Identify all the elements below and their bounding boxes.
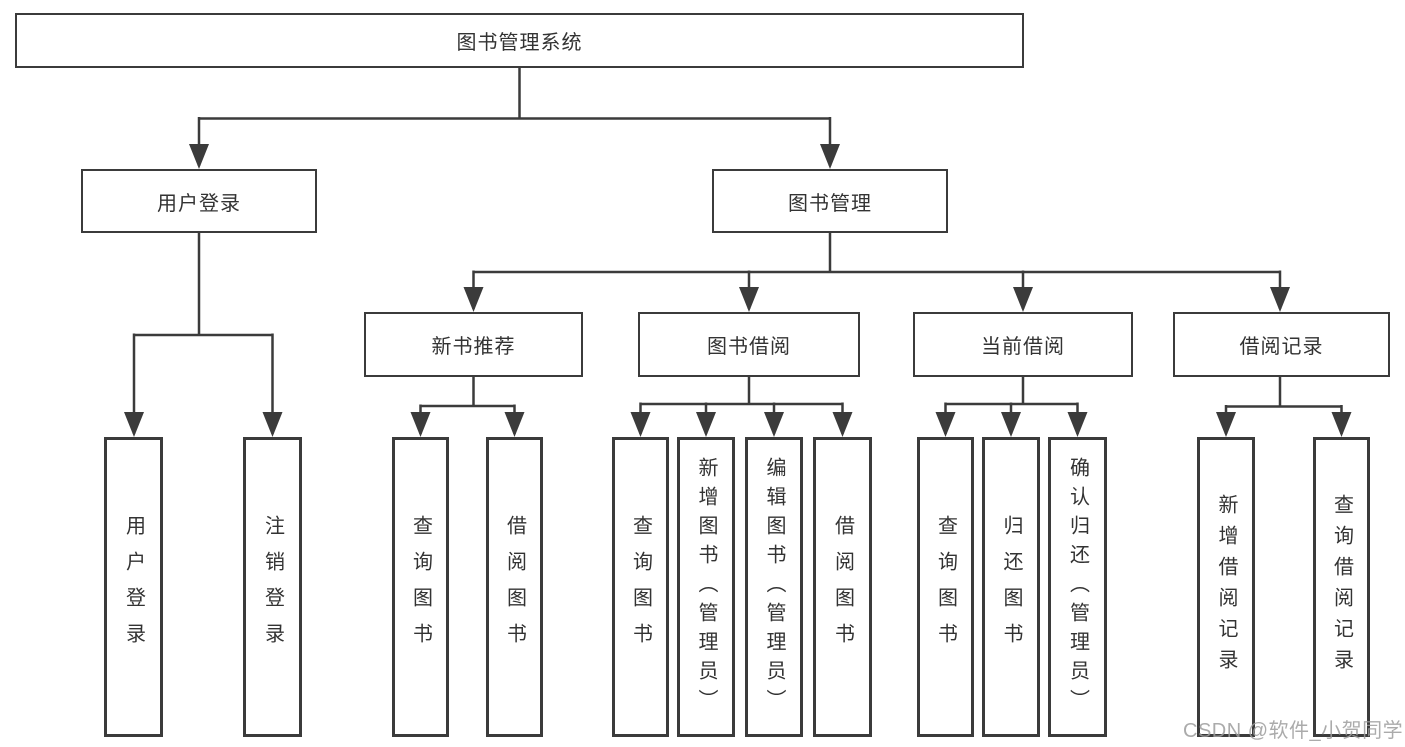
leaf-borrow-books: 借阅图书 (486, 437, 543, 737)
node-book-borrowing: 图书借阅 (638, 312, 860, 377)
arrowheads (124, 144, 1352, 437)
leaf-confirm-return-admin: 确认归还（管理员） (1048, 437, 1107, 737)
arrow-records (1270, 287, 1290, 312)
node-borrowing-records: 借阅记录 (1173, 312, 1390, 377)
arrow-current (1013, 287, 1033, 312)
arrow-nb-query (410, 412, 431, 437)
arrow-nb-borrow (504, 412, 525, 437)
node-label: 查询借阅记录 (1330, 494, 1353, 680)
node-label: 新增图书（管理员） (695, 456, 717, 718)
leaf-logout: 注销登录 (243, 437, 302, 737)
arrow-cb-confirm (1067, 412, 1088, 437)
arrow-br-query (1331, 412, 1352, 437)
node-new-book-recommend: 新书推荐 (364, 312, 583, 377)
arrow-br-add (1216, 412, 1236, 437)
leaf-query-borrow-record: 查询借阅记录 (1313, 437, 1370, 737)
edge-root-to-level2 (197, 67, 832, 166)
csdn-watermark: CSDN @软件_小贺同学 (1183, 720, 1404, 742)
arrow-user-login (189, 144, 209, 169)
leaf-add-books-admin: 新增图书（管理员） (677, 437, 735, 737)
edge-user-login-to-leaves (132, 233, 274, 434)
node-label: 图书管理系统 (456, 32, 583, 54)
node-label: 查询图书 (629, 515, 652, 659)
leaf-query-books: 查询图书 (392, 437, 449, 737)
node-library-management-system: 图书管理系统 (15, 13, 1024, 68)
node-label: 借阅记录 (1239, 336, 1324, 358)
node-label: 借阅图书 (503, 515, 526, 659)
node-label: 查询图书 (934, 515, 957, 659)
node-label: 归还图书 (1000, 515, 1022, 659)
node-book-management: 图书管理 (712, 169, 948, 233)
arrow-cb-query (935, 412, 956, 437)
leaf-add-borrow-record: 新增借阅记录 (1197, 437, 1255, 737)
node-label: 查询图书 (409, 515, 432, 659)
arrow-book-mgmt (820, 144, 840, 169)
edge-book-mgmt-to-level3 (472, 233, 1282, 309)
leaf-return-books: 归还图书 (982, 437, 1040, 737)
leaf-user-login: 用户登录 (104, 437, 163, 737)
edge-borrowing-to-leaves (639, 377, 844, 434)
arrow-bb-add (696, 412, 716, 437)
leaf-query-books: 查询图书 (917, 437, 974, 737)
node-label: 确认归还（管理员） (1066, 456, 1089, 718)
arrow-borrowing (739, 287, 759, 312)
node-label: 用户登录 (122, 515, 145, 659)
arrow-leaf-logout (262, 412, 283, 437)
arrow-new-book (463, 287, 484, 312)
node-label: 当前借阅 (981, 336, 1065, 358)
node-label: 编辑图书（管理员） (763, 456, 785, 718)
node-label: 注销登录 (261, 515, 284, 659)
edge-new-book-to-leaves (419, 377, 516, 434)
arrow-bb-borrow (832, 412, 853, 437)
leaf-edit-books-admin: 编辑图书（管理员） (745, 437, 803, 737)
node-label: 新增借阅记录 (1215, 494, 1237, 680)
node-label: 图书借阅 (707, 336, 791, 358)
node-label: 图书管理 (788, 192, 872, 215)
arrow-bb-query (630, 412, 651, 437)
arrow-cb-return (1001, 412, 1021, 437)
arrow-bb-edit (764, 412, 784, 437)
node-user-login: 用户登录 (81, 169, 317, 233)
node-label: 新书推荐 (431, 336, 516, 358)
node-label: 借阅图书 (831, 515, 854, 659)
node-current-borrowing: 当前借阅 (913, 312, 1133, 377)
edge-records-to-leaves (1224, 377, 1343, 434)
arrow-leaf-user-login (124, 412, 144, 437)
node-label: 用户登录 (157, 192, 241, 215)
leaf-borrow-books: 借阅图书 (813, 437, 872, 737)
leaf-query-books: 查询图书 (612, 437, 669, 737)
